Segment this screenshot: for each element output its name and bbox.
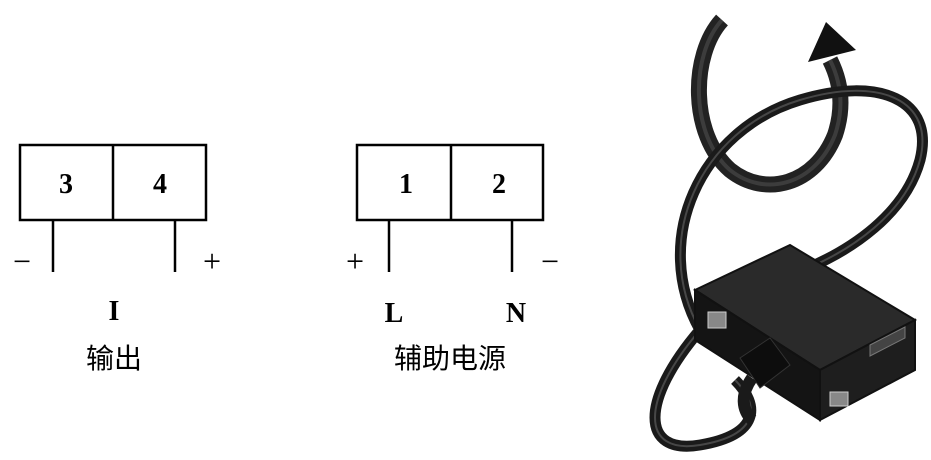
output-terminal-block: 3 4 − + I 输出 bbox=[13, 143, 221, 375]
aux-plus-sign: + bbox=[346, 243, 364, 279]
rotation-arrow-icon bbox=[691, 14, 856, 193]
terminal-1-label: 1 bbox=[399, 169, 413, 200]
output-minus-sign: − bbox=[13, 243, 31, 279]
output-caption: 输出 bbox=[86, 342, 142, 375]
terminal-4-label: 4 bbox=[153, 169, 167, 200]
output-plus-sign: + bbox=[203, 243, 221, 279]
rope-current-sensor-icon bbox=[649, 85, 928, 452]
aux-l-label: L bbox=[385, 298, 404, 329]
aux-n-label: N bbox=[506, 298, 526, 329]
terminal-3-label: 3 bbox=[59, 169, 73, 200]
aux-minus-sign: − bbox=[541, 243, 559, 279]
terminal-2-label: 2 bbox=[492, 169, 506, 200]
output-signal-label: I bbox=[109, 296, 120, 327]
aux-power-terminal-block: 1 2 + − L N 辅助电源 bbox=[346, 143, 559, 375]
aux-caption: 辅助电源 bbox=[394, 342, 506, 375]
